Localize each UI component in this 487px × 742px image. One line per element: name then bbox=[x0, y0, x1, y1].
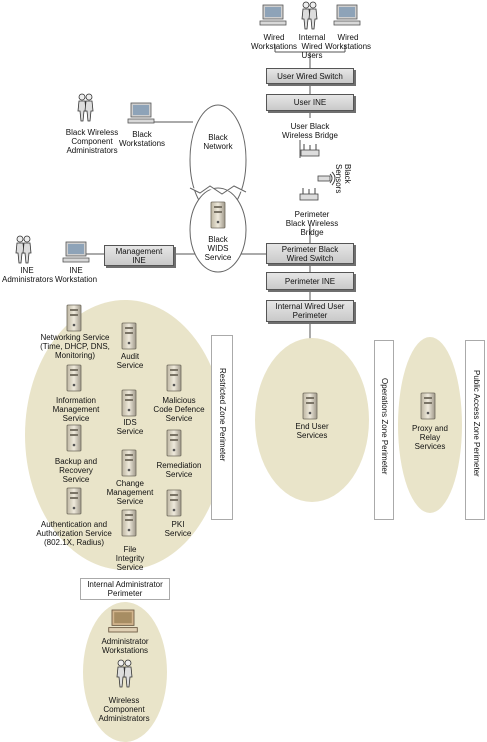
server-icon bbox=[66, 487, 82, 515]
restricted-zone-perimeter bbox=[211, 335, 233, 520]
black-wids-label: Black WIDS Service bbox=[204, 235, 232, 262]
internal-admin-perimeter: Internal Administrator Perimeter bbox=[80, 578, 170, 600]
restricted-zone-label: Restricted Zone Perimeter bbox=[218, 368, 227, 462]
black-wireless-admins-label: Black Wireless Component Administrators bbox=[65, 128, 119, 155]
wireless-component-admins-label: Wireless Component Administrators bbox=[98, 696, 150, 723]
server-icon bbox=[121, 449, 137, 477]
users-icon bbox=[15, 235, 32, 264]
file-integrity-service-label: File Integrity Service bbox=[115, 545, 145, 572]
perimeter-bridge-label: Perimeter Black Wireless Bridge bbox=[285, 210, 339, 237]
operations-zone-perimeter bbox=[374, 340, 394, 520]
operations-zone-label: Operations Zone Perimeter bbox=[380, 378, 389, 475]
wireless-bridge-icon bbox=[300, 143, 320, 157]
perimeter-black-switch: Perimeter Black Wired Switch bbox=[266, 243, 354, 264]
wired-workstations-right-label: Wired Workstations bbox=[324, 33, 372, 51]
server-icon bbox=[121, 389, 137, 417]
server-icon bbox=[121, 322, 137, 350]
management-ine: Management INE bbox=[104, 245, 174, 266]
remediation-service-label: Remediation Service bbox=[156, 461, 202, 479]
wireless-bridge-icon bbox=[299, 187, 319, 201]
users-icon bbox=[77, 93, 94, 122]
internal-wired-user-perimeter: Internal Wired User Perimeter bbox=[266, 300, 354, 322]
server-icon bbox=[66, 424, 82, 452]
server-icon bbox=[121, 509, 137, 537]
server-icon bbox=[210, 201, 226, 229]
proxy-relay-label: Proxy and Relay Services bbox=[411, 424, 449, 451]
server-icon bbox=[66, 304, 82, 332]
malicious-code-service-label: Malicious Code Defence Service bbox=[153, 396, 205, 423]
server-icon bbox=[302, 392, 318, 420]
user-ine: User INE bbox=[266, 94, 354, 111]
admin-workstations-label: Administrator Workstations bbox=[101, 637, 149, 655]
public-access-zone-perimeter bbox=[465, 340, 485, 520]
end-user-services-label: End User Services bbox=[295, 422, 329, 440]
black-wids-oval bbox=[189, 187, 247, 273]
workstation-icon bbox=[127, 102, 155, 124]
server-icon bbox=[420, 392, 436, 420]
workstation-icon bbox=[62, 241, 90, 263]
internal-wired-users-label: Internal Wired Users bbox=[298, 33, 326, 60]
black-sensors-label: Black Sensors bbox=[334, 164, 352, 194]
backup-service-label: Backup and Recovery Service bbox=[54, 457, 98, 484]
change-mgmt-service-label: Change Management Service bbox=[106, 479, 154, 506]
audit-service-label: Audit Service bbox=[116, 352, 144, 370]
public-access-zone-ellipse bbox=[398, 337, 462, 513]
pki-service-label: PKI Service bbox=[164, 520, 192, 538]
server-icon bbox=[166, 429, 182, 457]
user-wired-switch: User Wired Switch bbox=[266, 68, 354, 84]
ids-service-label: IDS Service bbox=[116, 418, 144, 436]
server-icon bbox=[166, 364, 182, 392]
ine-workstation-label: INE Workstation bbox=[54, 266, 98, 284]
server-icon bbox=[66, 364, 82, 392]
ine-admins-label: INE Administrators bbox=[2, 266, 54, 284]
operations-zone-ellipse bbox=[255, 338, 369, 502]
wired-workstations-left-label: Wired Workstations bbox=[250, 33, 298, 51]
black-network-label: Black Network bbox=[203, 133, 233, 151]
auth-service-label: Authentication and Authorization Service… bbox=[36, 520, 112, 547]
networking-service-label: Networking Service (Time, DHCP, DNS, Mon… bbox=[40, 333, 110, 360]
black-workstations-label: Black Workstations bbox=[118, 130, 166, 148]
info-mgmt-service-label: Information Management Service bbox=[52, 396, 100, 423]
user-black-bridge-label: User Black Wireless Bridge bbox=[281, 122, 338, 140]
workstation-icon bbox=[108, 609, 138, 633]
public-access-zone-label: Public Access Zone Perimeter bbox=[472, 370, 481, 477]
sensor-icon bbox=[317, 171, 336, 186]
users-icon bbox=[301, 1, 318, 30]
server-icon bbox=[166, 489, 182, 517]
perimeter-ine: Perimeter INE bbox=[266, 272, 354, 290]
workstation-icon bbox=[259, 4, 287, 26]
workstation-icon bbox=[333, 4, 361, 26]
